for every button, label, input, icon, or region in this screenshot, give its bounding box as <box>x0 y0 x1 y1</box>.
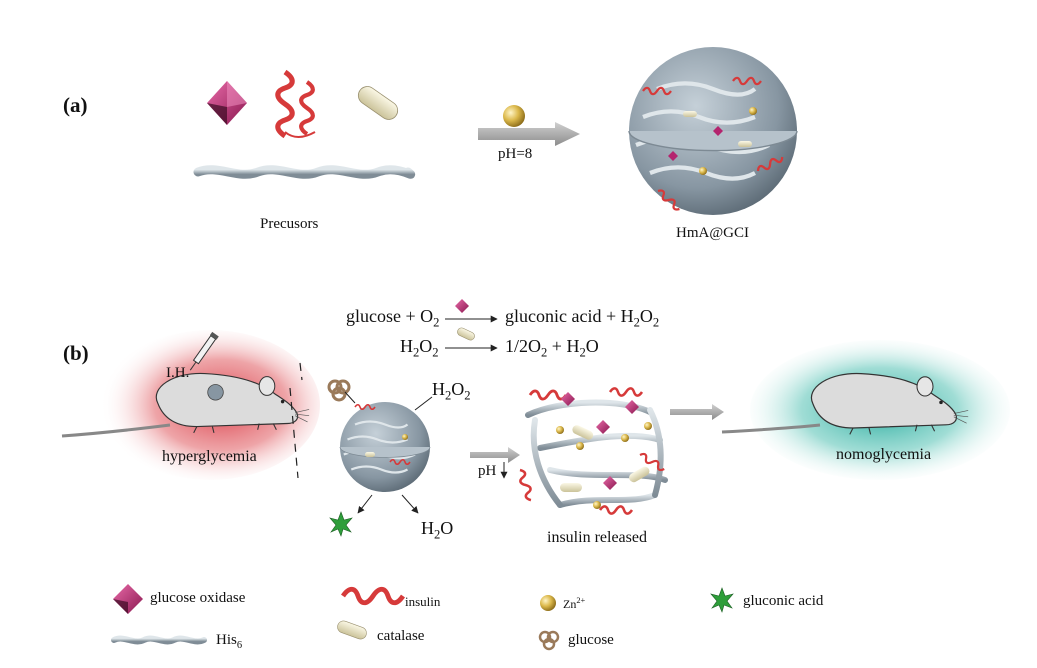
his-chain-shape <box>193 165 415 179</box>
legend <box>111 584 734 651</box>
legend-glucose-oxidase: glucose oxidase <box>150 590 246 606</box>
equation-2-right: 1/2O2 + H2O <box>505 336 599 360</box>
precursors-label: Precusors <box>260 216 319 232</box>
release-arrow <box>670 404 724 420</box>
left-mouse <box>155 372 310 434</box>
panel-b <box>61 299 1010 537</box>
glucose-oxidase-shape <box>207 81 247 125</box>
legend-his6: His6 <box>216 632 243 651</box>
panel-b-label: (b) <box>63 341 89 365</box>
catalase-shape <box>357 86 399 120</box>
ph8-label: pH=8 <box>498 146 533 162</box>
hyperglycemia-label: hyperglycemia <box>162 448 257 465</box>
gluconic-acid-shape <box>329 511 353 537</box>
h2o2-label: H2O2 <box>432 379 471 403</box>
panel-a <box>193 47 797 215</box>
equation-1-left: glucose + O2 <box>346 306 440 330</box>
hma-gci-label: HmA@GCI <box>676 225 749 241</box>
ph-label: pH <box>478 463 497 479</box>
glucose-knot-shape <box>327 379 351 402</box>
legend-gluconic-acid: gluconic acid <box>743 593 824 609</box>
legend-zn: Zn2+ <box>563 596 586 611</box>
insulin-shape <box>278 72 316 137</box>
hma-gci-particle <box>629 47 797 215</box>
equation-2-left: H2O2 <box>400 336 439 360</box>
legend-insulin: insulin <box>405 594 441 609</box>
divider-line <box>289 387 299 479</box>
right-mouse-tail <box>721 423 821 434</box>
legend-glucose: glucose <box>568 632 614 648</box>
injection-label: I.H. <box>166 365 190 381</box>
eq1-glucose-oxidase-mini <box>455 299 469 313</box>
middle-particle <box>338 400 432 494</box>
panel-a-label: (a) <box>63 93 88 117</box>
legend-catalase: catalase <box>377 628 425 644</box>
left-mouse-tail <box>61 423 171 438</box>
equation-1-right: gluconic acid + H2O2 <box>505 306 660 330</box>
syringe-icon <box>189 331 219 371</box>
eq2-catalase-mini <box>457 327 475 341</box>
zn-sphere-shape <box>503 105 525 127</box>
nomoglycemia-label: nomoglycemia <box>836 446 932 463</box>
ph-arrow <box>470 447 520 463</box>
insulin-released-label: insulin released <box>547 529 647 546</box>
reaction-arrow <box>478 122 580 146</box>
released-mesh <box>515 387 668 515</box>
h2o-label: H2O <box>421 518 454 542</box>
